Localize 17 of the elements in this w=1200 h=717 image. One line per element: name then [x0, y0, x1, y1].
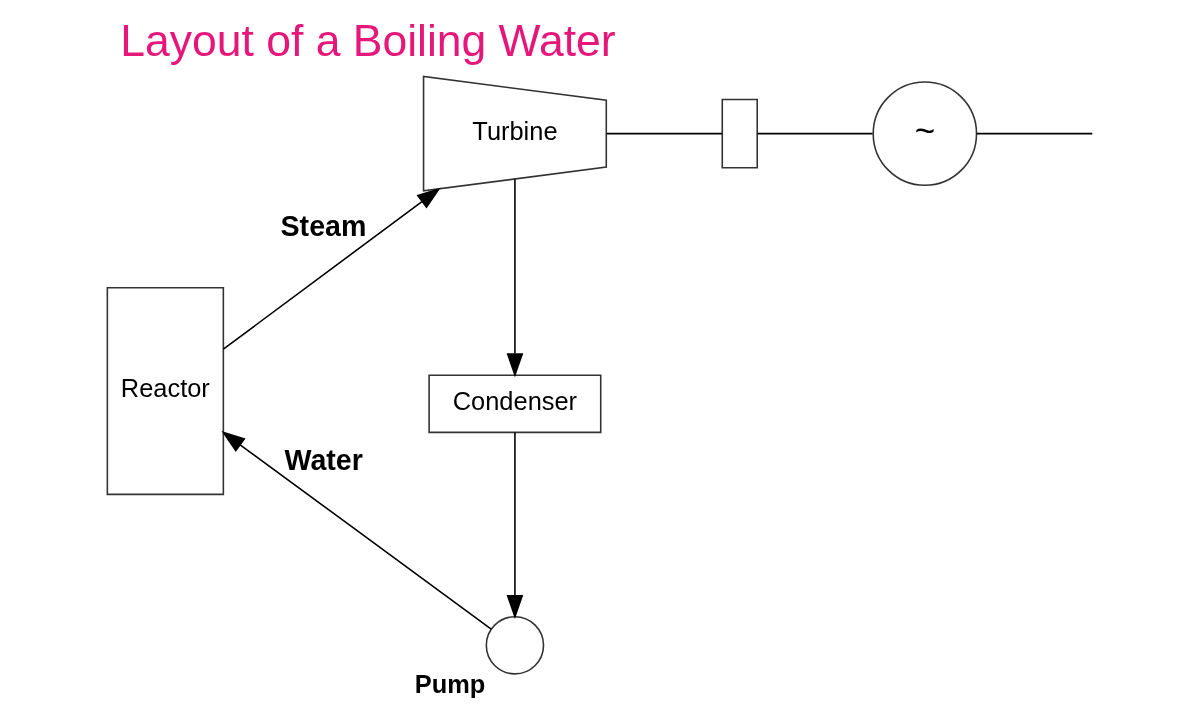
node-box: [721, 98, 758, 169]
node-box: Turbine: [422, 75, 607, 192]
node-label: Pump: [414, 669, 485, 698]
arrow: [222, 187, 441, 350]
connector: [605, 132, 723, 135]
connector: [975, 132, 1093, 135]
arrow: [506, 431, 523, 619]
arrow: [506, 178, 523, 378]
edge-label: Water: [284, 443, 363, 476]
arrow: [220, 431, 492, 630]
node-circle: ~: [871, 81, 977, 187]
edge-label: Steam: [280, 209, 366, 242]
connector: [756, 132, 873, 135]
node-box: Reactor: [106, 287, 224, 496]
node-box: Condenser: [427, 374, 601, 434]
node-circle: [485, 615, 544, 675]
diagram-title: Layout of a Boiling Water: [119, 16, 616, 66]
